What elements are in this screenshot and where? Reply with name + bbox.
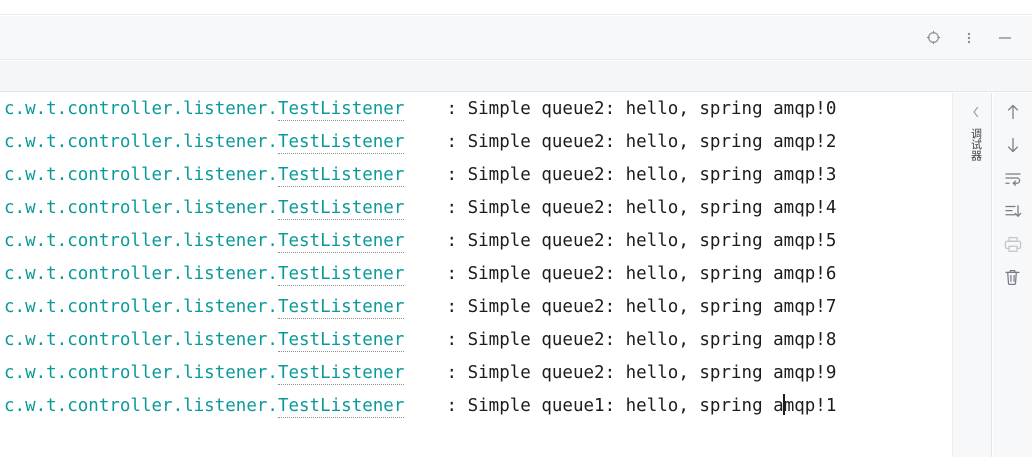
log-message: : Simple queue2: hello, spring amqp!5 — [446, 231, 837, 251]
log-message: : Simple queue2: hello, spring amqp!3 — [446, 165, 837, 185]
console-subbar — [0, 61, 1032, 92]
log-logger-prefix: c.w.t.controller.listener. — [4, 330, 278, 350]
log-message: : Simple queue2: hello, spring amqp!4 — [446, 198, 837, 218]
log-gap — [404, 297, 446, 317]
log-gap — [404, 99, 446, 119]
log-message: : Simple queue2: hello, spring amqp!2 — [446, 132, 837, 152]
log-logger-prefix: c.w.t.controller.listener. — [4, 165, 278, 185]
console-log-line: c.w.t.controller.listener.TestListener :… — [4, 192, 836, 225]
log-class-link[interactable]: TestListener — [277, 198, 405, 220]
log-class-link[interactable]: TestListener — [277, 99, 405, 121]
console-log-line: c.w.t.controller.listener.TestListener :… — [4, 390, 836, 423]
minimize-icon[interactable] — [994, 27, 1016, 49]
log-class-link[interactable]: TestListener — [277, 330, 405, 352]
console-log-line: c.w.t.controller.listener.TestListener :… — [4, 126, 836, 159]
log-class-link[interactable]: TestListener — [277, 165, 405, 187]
scroll-down-icon[interactable] — [1001, 134, 1025, 156]
console-log-line: c.w.t.controller.listener.TestListener :… — [4, 93, 836, 126]
console-log-line: c.w.t.controller.listener.TestListener :… — [4, 357, 836, 390]
console-output-panel[interactable]: c.w.t.controller.listener.TestListener :… — [0, 93, 952, 457]
log-message: : Simple queue2: hello, spring amqp!0 — [446, 99, 837, 119]
trash-icon[interactable] — [1001, 266, 1025, 288]
log-class-link[interactable]: TestListener — [277, 396, 405, 418]
log-logger-prefix: c.w.t.controller.listener. — [4, 297, 278, 317]
console-log-line: c.w.t.controller.listener.TestListener :… — [4, 159, 836, 192]
console-side-toolbar — [993, 93, 1032, 457]
collapse-panel-chevron-icon[interactable] — [966, 102, 986, 122]
toolbar-action-group — [922, 27, 1032, 49]
log-message: : Simple queue2: hello, spring amqp!9 — [446, 363, 837, 383]
log-class-link[interactable]: TestListener — [277, 363, 405, 385]
log-logger-prefix: c.w.t.controller.listener. — [4, 264, 278, 284]
console-log-line: c.w.t.controller.listener.TestListener :… — [4, 258, 836, 291]
scroll-to-end-icon[interactable] — [1001, 200, 1025, 222]
print-icon[interactable] — [1001, 233, 1025, 255]
log-logger-prefix: c.w.t.controller.listener. — [4, 99, 278, 119]
log-gap — [404, 198, 446, 218]
locate-in-tree-icon[interactable] — [922, 27, 944, 49]
soft-wrap-icon[interactable] — [1001, 167, 1025, 189]
more-options-icon[interactable] — [958, 27, 980, 49]
log-logger-prefix: c.w.t.controller.listener. — [4, 132, 278, 152]
log-class-link[interactable]: TestListener — [277, 231, 405, 253]
log-gap — [404, 165, 446, 185]
tool-window-tab-rail: 调试器 — [961, 93, 992, 457]
window-title-strip — [0, 0, 1032, 15]
console-log-line: c.w.t.controller.listener.TestListener :… — [4, 324, 836, 357]
console-toolbar — [0, 16, 1032, 60]
log-gap — [404, 264, 446, 284]
log-gap — [404, 132, 446, 152]
log-message-tail: mqp!1 — [783, 396, 837, 416]
console-log-lines: c.w.t.controller.listener.TestListener :… — [4, 93, 836, 423]
log-gap — [404, 363, 446, 383]
log-gap — [404, 330, 446, 350]
text-caret — [782, 394, 785, 415]
tool-window-tab-debugger[interactable]: 调试器 — [969, 128, 983, 161]
log-logger-prefix: c.w.t.controller.listener. — [4, 363, 278, 383]
log-logger-prefix: c.w.t.controller.listener. — [4, 198, 278, 218]
log-logger-prefix: c.w.t.controller.listener. — [4, 396, 278, 416]
log-gap — [404, 231, 446, 251]
scroll-up-icon[interactable] — [1001, 101, 1025, 123]
log-class-link[interactable]: TestListener — [277, 132, 405, 154]
console-scrollbar[interactable] — [952, 93, 961, 457]
log-class-link[interactable]: TestListener — [277, 297, 405, 319]
log-message: : Simple queue2: hello, spring amqp!6 — [446, 264, 837, 284]
log-logger-prefix: c.w.t.controller.listener. — [4, 231, 278, 251]
log-message: : Simple queue2: hello, spring amqp!7 — [446, 297, 837, 317]
log-class-link[interactable]: TestListener — [277, 264, 405, 286]
console-log-line: c.w.t.controller.listener.TestListener :… — [4, 225, 836, 258]
log-message: : Simple queue1: hello, spring a — [446, 396, 784, 416]
console-log-line: c.w.t.controller.listener.TestListener :… — [4, 291, 836, 324]
log-message: : Simple queue2: hello, spring amqp!8 — [446, 330, 837, 350]
log-gap — [404, 396, 446, 416]
